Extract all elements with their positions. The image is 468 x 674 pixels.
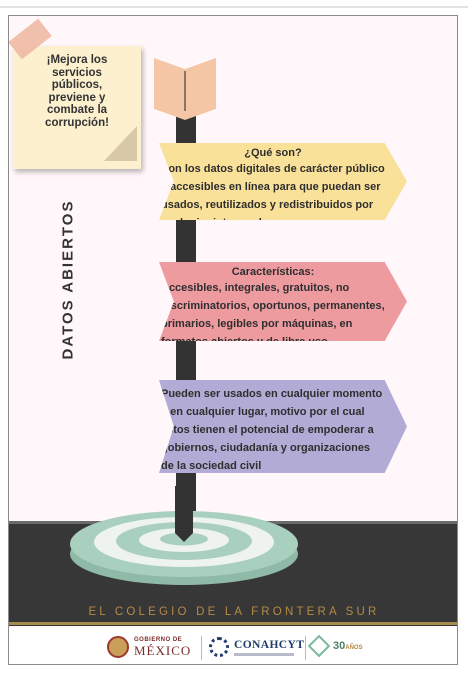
note-corner-fold xyxy=(104,126,137,161)
footer-logos: GOBIERNO DE MÉXICO CONAHCYT 30AÑOS xyxy=(9,628,457,664)
banner-heading: ¿Qué son? xyxy=(244,147,302,159)
gobierno-line1: GOBIERNO DE xyxy=(134,637,183,643)
banner-caracteristicas: Características: Accesibles, integrales,… xyxy=(159,262,407,341)
footer-divider xyxy=(201,636,202,660)
anniversary-logo-icon xyxy=(307,634,331,658)
banner-que-son: ¿Qué son? Son los datos digitales de car… xyxy=(159,143,407,220)
vertical-title: DATOS ABIERTOS xyxy=(59,199,77,360)
anniversary-logo: 30AÑOS xyxy=(307,634,363,658)
conahcyt-subtitle-mark xyxy=(234,652,294,656)
banner-body: Pueden ser usados en cualquier momento y… xyxy=(161,388,383,472)
anniversary-text: 30AÑOS xyxy=(333,640,363,652)
gobierno-logo: GOBIERNO DE MÉXICO xyxy=(107,636,191,658)
infographic-poster: ¡Mejora los servicios públicos, previene… xyxy=(8,15,458,665)
target-icon xyxy=(70,486,298,585)
conahcyt-logo-icon xyxy=(209,637,229,657)
conahcyt-name: CONAHCYT xyxy=(234,638,305,651)
banner-heading: Características: xyxy=(231,266,315,278)
gobierno-seal-icon xyxy=(107,636,129,658)
conahcyt-logo: CONAHCYT xyxy=(209,637,304,657)
note-text: ¡Mejora los servicios públicos, previene… xyxy=(45,54,109,129)
top-rule xyxy=(0,6,468,8)
arrow-fletching-icon xyxy=(154,58,185,120)
fletching-center-line xyxy=(184,71,186,111)
institution-name: EL COLEGIO DE LA FRONTERA SUR xyxy=(88,606,380,618)
banner-uso: Pueden ser usados en cualquier momento y… xyxy=(159,380,407,473)
banner-body: Son los datos digitales de carácter públ… xyxy=(161,163,385,229)
footer-divider xyxy=(305,636,306,660)
arrow-fletching-icon xyxy=(185,58,216,120)
anniversary-number: 30 xyxy=(333,640,346,652)
gobierno-line2: MÉXICO xyxy=(134,643,192,658)
footer-rule xyxy=(9,622,457,625)
banner-body: Accesibles, integrales, gratuitos, no di… xyxy=(161,282,385,348)
anniversary-word: AÑOS xyxy=(345,645,363,651)
